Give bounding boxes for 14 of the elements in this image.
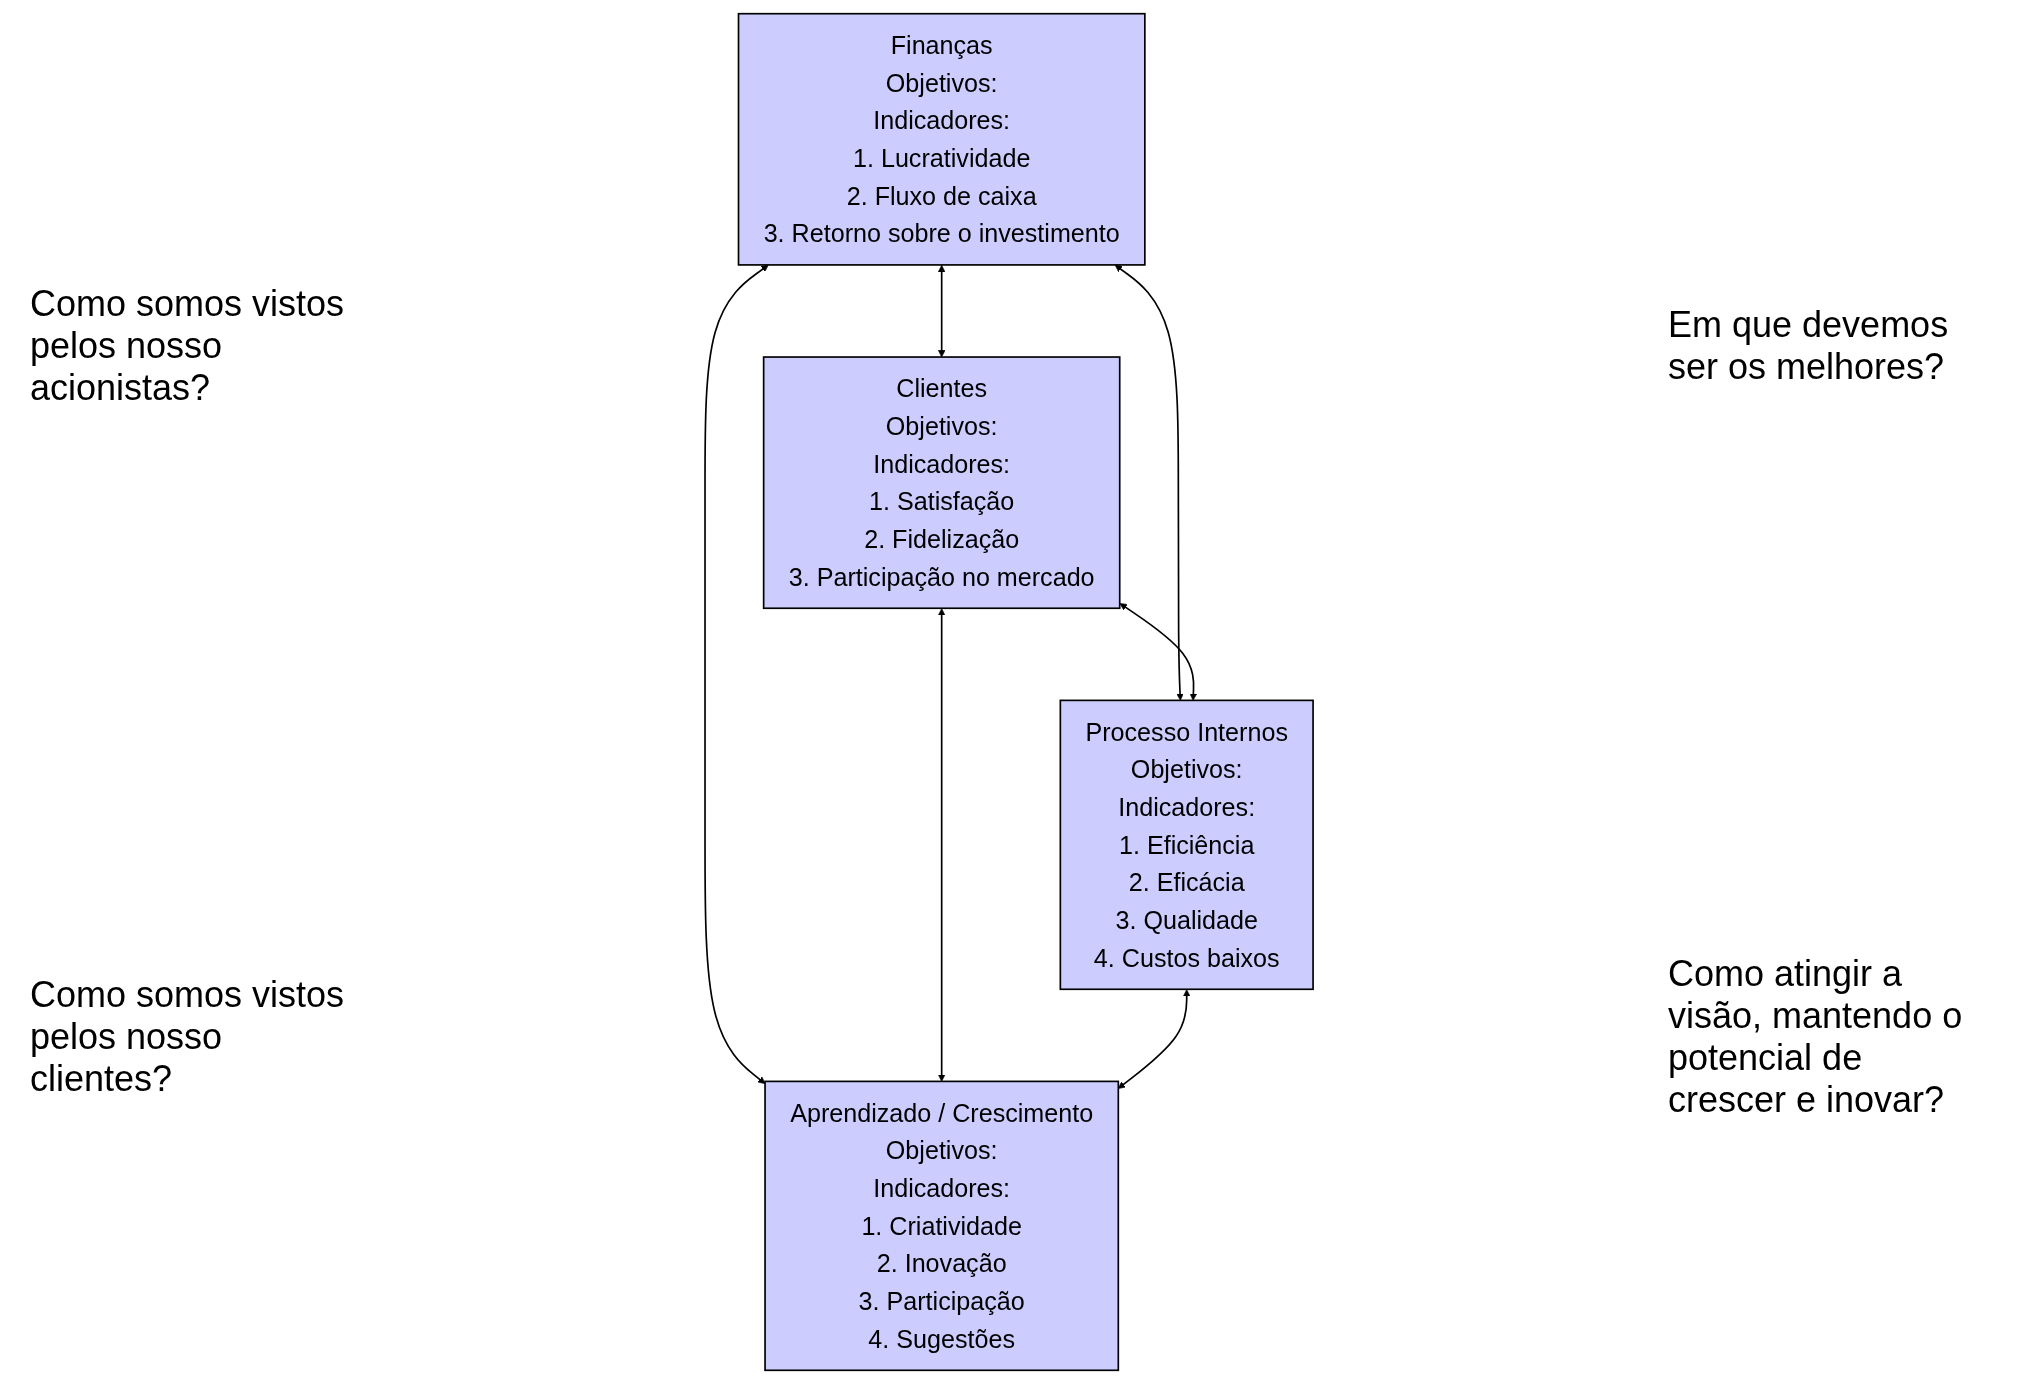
- question-text: Como atingir a visão, mantendo o potencial de crescer e inovar?: [1667, 952, 1964, 1123]
- node-box: Aprendizado / Crescimento Objetivos: Indicadores: 1. Criatividade 2. Inovação 3. Participação 4. Sugestões: [764, 1080, 1120, 1371]
- question-text: Como somos vistos pelos nosso acionistas?: [29, 281, 346, 410]
- arrow: [1114, 264, 1184, 701]
- arrow: [937, 607, 946, 1082]
- node-box: Clientes Objetivos: Indicadores: 1. Satisfação 2. Fidelização 3. Participação no mercado: [762, 355, 1121, 609]
- question-text: Em que devemos ser os melhores?: [1667, 302, 1950, 389]
- node-box: Processo Internos Objetivos: Indicadores: 1. Eficiência 2. Eficácia 3. Qualidade 4. Custos baixos: [1059, 699, 1314, 990]
- arrow: [1119, 602, 1197, 701]
- arrow: [937, 264, 946, 357]
- node-box: Finanças Objetivos: Indicadores: 1. Lucratividade 2. Fluxo de caixa 3. Retorno sobre o investimento: [737, 12, 1146, 266]
- question-text: Como somos vistos pelos nosso clientes?: [29, 973, 346, 1102]
- arrow: [1117, 988, 1191, 1089]
- arrow: [704, 264, 769, 1084]
